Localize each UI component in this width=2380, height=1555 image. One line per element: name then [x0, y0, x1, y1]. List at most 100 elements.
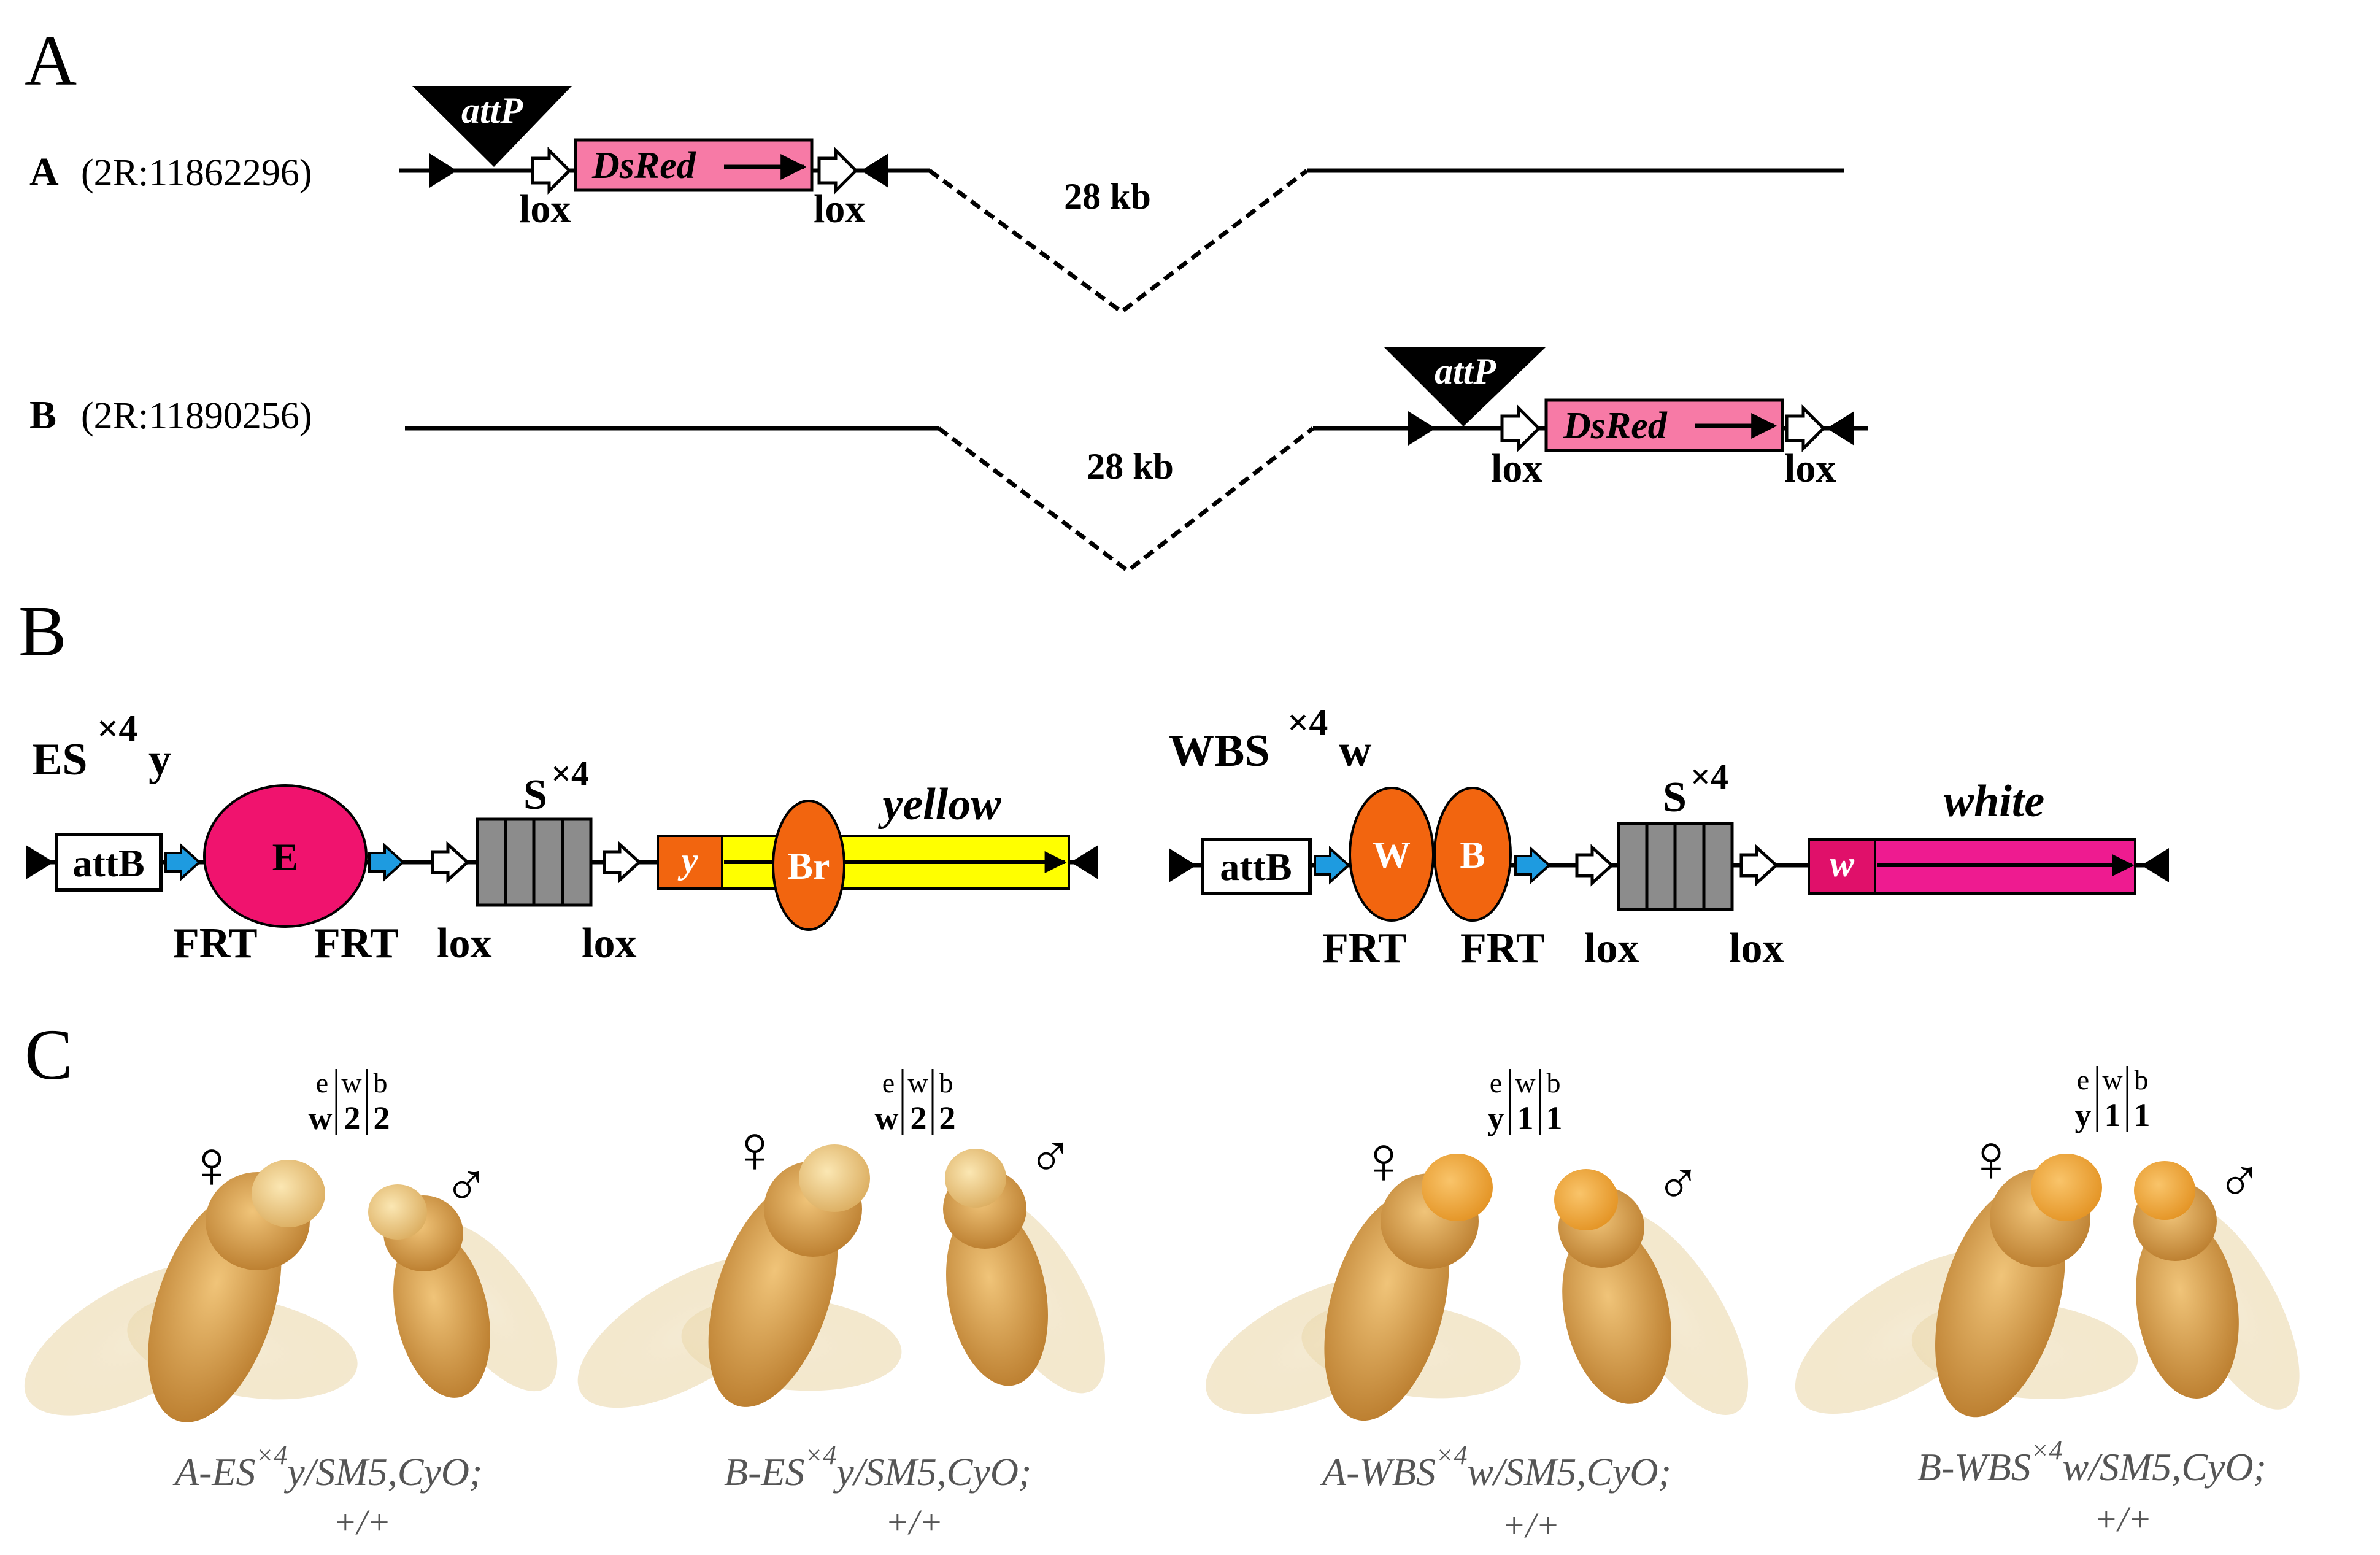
frt-arrow-icon — [1514, 846, 1551, 885]
gap-label: 28 kb — [1064, 176, 1151, 217]
genotype-cell: e — [2077, 1064, 2089, 1095]
inverted-repeat-right-icon — [861, 153, 888, 188]
fly-pair-1: e w b w 2 2 ♀ ♂ — [24, 1067, 558, 1542]
spacer-label: S — [523, 771, 547, 819]
frt-label: FRT — [173, 920, 258, 967]
lox-arrow-icon — [817, 146, 858, 195]
lox-label: lox — [437, 920, 491, 967]
genotype-label-line2: +/+ — [2094, 1499, 2152, 1539]
genotype-table: e w b w 2 2 — [309, 1067, 390, 1136]
fly-pair-4: e w b y 1 1 ♀ ♂ — [1795, 1064, 2300, 1539]
frt-label: FRT — [314, 920, 399, 967]
lox-arrow-icon — [603, 841, 642, 884]
lox-arrow-icon — [1500, 404, 1541, 453]
frt-arrow-icon — [368, 843, 405, 882]
male-fly-image — [943, 1149, 1105, 1394]
panel-a: A A (2R:11862296) attP DsRed lox lox 28 … — [25, 20, 1868, 574]
row-letter-a: A — [29, 150, 59, 195]
yellow-promoter-label: y — [678, 840, 698, 881]
genotype-cell: 2 — [344, 1100, 361, 1136]
dsred-label: DsRed — [1563, 405, 1668, 447]
genotype-cell: 2 — [939, 1100, 956, 1136]
construct-row-b: B (2R:11890256) attP DsRed lox lox 28 kb — [29, 347, 1868, 574]
spacer-sup: ×4 — [551, 754, 589, 793]
construct-name-sup: ×4 — [1287, 702, 1328, 744]
panel-label-b: B — [18, 591, 67, 671]
lox-arrow-icon — [1785, 404, 1826, 453]
gap-label: 28 kb — [1087, 446, 1174, 487]
attb-box — [1201, 838, 1312, 895]
inverted-repeat-left-icon — [429, 153, 457, 188]
inverted-repeat-right-icon — [1827, 411, 1854, 446]
construct-name-main: ES — [32, 735, 88, 785]
genotype-cell: e — [1490, 1067, 1502, 1098]
attp-label: attP — [461, 90, 523, 131]
genotype-cell: b — [939, 1067, 953, 1098]
genotype-cell: y — [2075, 1097, 2092, 1133]
inverted-repeat-right-icon — [2141, 848, 2169, 882]
dsred-label: DsRed — [591, 145, 696, 187]
fly-pair-3: e w b y 1 1 ♀ ♂ — [1206, 1067, 1749, 1545]
genotype-cell: 1 — [1517, 1100, 1534, 1136]
genotype-label-line2: +/+ — [333, 1502, 391, 1542]
female-fly-image — [577, 1144, 902, 1408]
lox-arrow-icon — [1575, 844, 1614, 887]
attb-label: attB — [72, 841, 144, 885]
genotype-table: e w b w 2 2 — [875, 1067, 956, 1136]
attp-triangle — [412, 86, 572, 167]
enhancer-b-oval — [1433, 787, 1512, 922]
genotype-cell: w — [341, 1067, 362, 1098]
white-promoter-box — [1808, 838, 1876, 895]
female-fly-image — [1795, 1154, 2138, 1418]
lox-label: lox — [1584, 925, 1639, 972]
lox-label: lox — [519, 187, 571, 231]
genotype-cell: 1 — [2134, 1097, 2151, 1133]
construct-name-sup: ×4 — [97, 708, 137, 750]
row-coord-b: (2R:11890256) — [81, 395, 312, 437]
lox-arrow-icon — [1739, 844, 1779, 887]
genotype-cell: w — [907, 1067, 928, 1098]
female-fly-image — [24, 1160, 358, 1422]
genotype-cell: 1 — [1546, 1100, 1563, 1136]
female-symbol-icon: ♀ — [730, 1112, 780, 1187]
genotype-cell: y — [1488, 1100, 1504, 1136]
construct-name-sub: w — [1339, 726, 1372, 776]
male-symbol-icon: ♂ — [1655, 1149, 1701, 1217]
inverted-repeat-right-icon — [1071, 845, 1098, 879]
row-letter-b: B — [29, 393, 56, 438]
frt-label: FRT — [1460, 925, 1545, 972]
attb-label: attB — [1220, 845, 1292, 889]
lox-label: lox — [1491, 446, 1542, 491]
genotype-cell: 1 — [2105, 1097, 2121, 1133]
frt-arrow-icon — [1314, 846, 1350, 885]
genotype-label: A-WBS×4w/SM5,CyO; — [1320, 1440, 1671, 1494]
enhancer-e-oval — [203, 784, 368, 928]
enhancer-w-label: W — [1373, 835, 1411, 876]
genotype-cell: w — [2102, 1064, 2123, 1095]
deletion-dashed-line — [937, 426, 1315, 574]
male-fly-image — [1554, 1169, 1749, 1415]
fly-pair-2: e w b w 2 2 ♀ ♂ — [577, 1067, 1105, 1542]
genotype-cell: b — [374, 1067, 388, 1098]
genotype-label-line2: +/+ — [1502, 1505, 1560, 1545]
genotype-cell: e — [882, 1067, 895, 1098]
genotype-label-line2: +/+ — [885, 1502, 943, 1542]
panel-b: B ES ×4 y attB E S ×4 y — [18, 591, 2169, 972]
row-coord-a: (2R:11862296) — [81, 152, 312, 194]
panel-label-a: A — [25, 20, 77, 101]
attp-triangle — [1384, 347, 1546, 426]
lox-arrow-icon — [431, 841, 470, 884]
genotype-cell: b — [2135, 1064, 2149, 1095]
enhancer-e-label: E — [272, 835, 299, 879]
enhancer-b-label: B — [1460, 835, 1485, 876]
genotype-label: B-WBS×4w/SM5,CyO; — [1917, 1435, 2266, 1489]
lox-label: lox — [1784, 446, 1836, 491]
inverted-repeat-left-icon — [1169, 848, 1196, 882]
yellow-promoter-box — [657, 835, 723, 890]
bridge-br-label: Br — [788, 846, 830, 887]
genotype-cell: e — [316, 1067, 328, 1098]
construct-name-sub: y — [148, 735, 171, 785]
male-symbol-icon: ♂ — [2217, 1147, 2263, 1215]
gene-label-yellow: yellow — [877, 779, 1001, 830]
